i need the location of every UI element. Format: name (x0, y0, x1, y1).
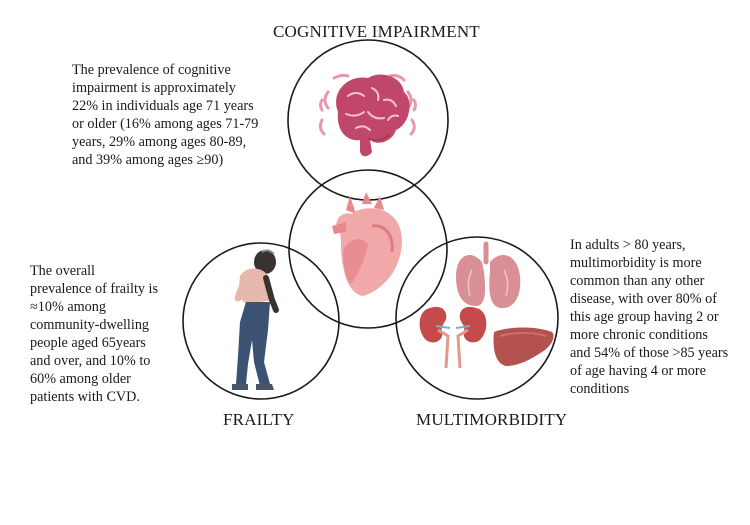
heart-icon (332, 192, 402, 296)
lungs-icon (456, 244, 520, 308)
kidneys-icon (420, 307, 487, 368)
liver-icon (494, 328, 554, 367)
elderly-person-icon (232, 250, 276, 390)
brain-icon (320, 74, 415, 156)
